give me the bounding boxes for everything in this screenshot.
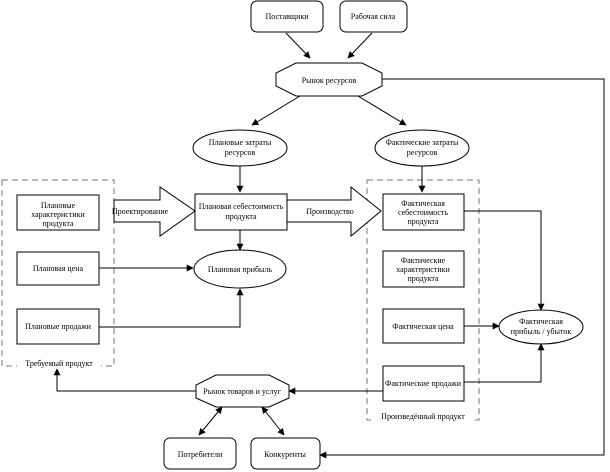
labor-node: Рабочая сила: [339, 0, 408, 33]
goods-market-label: Рынок товаров и услуг: [203, 387, 281, 396]
actual-specs-line-1: Фактические: [401, 256, 446, 265]
arrow-market-to-actual-costs: [357, 95, 407, 126]
actual-profit-line-2: прибыль / убыток: [511, 327, 572, 336]
planned-profit-node: Плановая прибыль: [193, 249, 287, 289]
actual-costs-node: Фактические затраты ресурсов: [374, 129, 470, 167]
produced-product-group: [366, 179, 480, 421]
planned-sales-node: Плановые продажи: [16, 308, 100, 345]
goods-market-node: Рынок товаров и услуг: [195, 374, 290, 408]
resource-market-node: Рынок ресурсов: [275, 62, 383, 97]
suppliers-node: Поставщики: [250, 0, 324, 33]
produced-product-label: Произведённый продукт: [381, 412, 465, 421]
actual-cost-line-3: продукта: [407, 217, 438, 226]
design-arrow: Проектирование: [112, 186, 196, 237]
planned-costs-line-2: ресурсов: [225, 148, 256, 157]
production-arrow-label: Производство: [306, 207, 354, 216]
planned-sales-label: Плановые продажи: [25, 322, 92, 331]
actual-profit-line-1: Фактическая: [519, 317, 563, 326]
planned-price-node: Плановая цена: [16, 251, 100, 286]
planned-specs-line-2: характеристики: [31, 210, 85, 219]
arrow-resource-market-to-competitors: [319, 78, 605, 459]
competitors-node: Конкуренты: [250, 437, 321, 470]
planned-cost-node: Плановая себестоимость продукта: [194, 193, 288, 231]
arrow-suppliers-to-market: [285, 32, 311, 59]
competitors-label: Конкуренты: [264, 450, 306, 459]
actual-costs-line-2: ресурсов: [407, 148, 438, 157]
consumers-label: Потребители: [178, 450, 223, 459]
planned-cost-line-2: продукта: [225, 212, 256, 221]
planned-profit-label: Плановая прибыль: [208, 265, 273, 274]
arrow-market-to-planned-costs: [251, 95, 301, 126]
connectors: [53, 32, 605, 459]
actual-price-node: Фактическая цена: [382, 308, 465, 344]
actual-price-label: Фактическая цена: [392, 322, 454, 331]
actual-specs-line-2: характеристики: [396, 265, 450, 274]
arrow-labor-to-market: [347, 32, 373, 59]
arrow-sales-to-profit: [99, 288, 244, 328]
actual-profit-node: Фактическая прибыль / убыток: [498, 309, 584, 345]
resource-market-label: Рынок ресурсов: [302, 76, 357, 85]
arrow-goods-market-competitors: [261, 406, 285, 436]
actual-specs-node: Фактические характеристики продукта: [382, 250, 465, 288]
arrow-actual-sales-to-actual-profit: [464, 343, 545, 383]
suppliers-label: Поставщики: [265, 12, 309, 21]
planned-cost-line-1: Плановая себестоимость: [199, 202, 284, 211]
arrow-goods-market-to-required-product: [53, 368, 196, 392]
arrow-goods-market-consumers: [198, 406, 223, 436]
required-product-label: Требуемый продукт: [25, 359, 93, 368]
actual-cost-line-1: Фактическая: [401, 199, 445, 208]
planned-costs-node: Плановые затраты ресурсов: [192, 129, 288, 167]
planned-specs-node: Плановые характеристики продукта: [16, 194, 100, 231]
actual-costs-line-1: Фактические затраты: [386, 138, 459, 147]
labor-label: Рабочая сила: [351, 12, 396, 21]
planned-price-label: Плановая цена: [33, 264, 84, 273]
production-arrow: Производство: [286, 185, 382, 238]
design-arrow-label: Проектирование: [112, 207, 169, 216]
arrow-actual-cost-to-actual-profit: [464, 210, 545, 311]
actual-sales-label: Фактические продажи: [385, 379, 462, 388]
planned-specs-line-3: продукта: [42, 219, 73, 228]
actual-sales-node: Фактические продажи: [382, 365, 465, 402]
planned-costs-line-1: Плановые затраты: [209, 138, 272, 147]
consumers-node: Потребители: [163, 437, 237, 470]
actual-cost-node: Фактическая себестоимость продукта: [382, 193, 465, 231]
actual-specs-line-3: продукта: [407, 274, 438, 283]
actual-cost-line-2: себестоимость: [398, 208, 448, 217]
planned-specs-line-1: Плановые: [41, 201, 76, 210]
